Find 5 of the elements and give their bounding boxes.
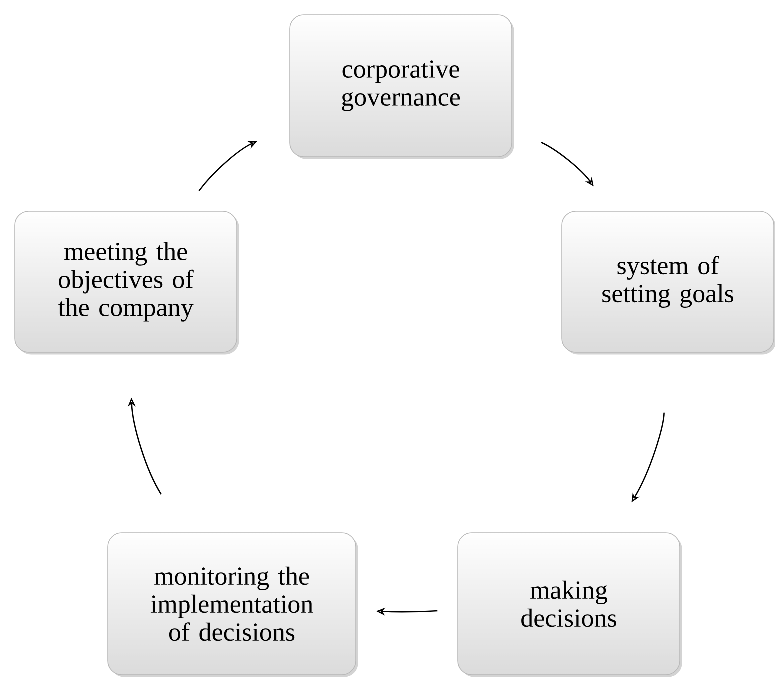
process-box: meeting the objectives of the company [14, 211, 240, 355]
process-box: making decisions [458, 532, 682, 677]
process-box: corporative governance [290, 14, 514, 160]
process-box: monitoring the implementation of decisions [108, 532, 358, 677]
process-box: system of setting goals [562, 211, 775, 355]
